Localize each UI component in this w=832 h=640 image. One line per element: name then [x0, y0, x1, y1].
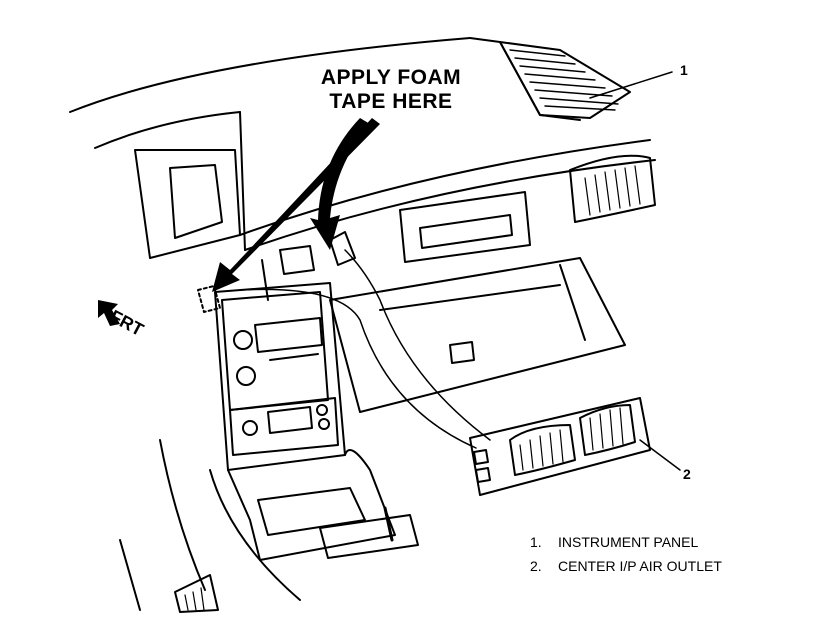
legend-row: 2. CENTER I/P AIR OUTLET: [530, 554, 820, 578]
front-arrow-icon: [98, 300, 120, 326]
foam-tape-location-left: [197, 285, 221, 313]
part-number-2: 2: [683, 466, 691, 482]
parts-legend: 1. INSTRUMENT PANEL 2. CENTER I/P AIR OU…: [530, 530, 820, 578]
routing-line-left: [239, 288, 477, 449]
floor-vent: [174, 574, 219, 613]
arrow-to-right-tape: [310, 118, 370, 250]
radio-display: [254, 317, 323, 353]
front-label: FRT: [106, 306, 147, 341]
climate-control-panel: [229, 397, 339, 456]
glove-box-opening: [399, 191, 531, 263]
defroster-grille: [499, 41, 631, 119]
glove-box-door: [329, 257, 626, 413]
right-air-outlet: [569, 154, 656, 223]
legend-row: 1. INSTRUMENT PANEL: [530, 530, 820, 554]
legend-number: 1.: [530, 534, 542, 550]
leader-line-2: [639, 439, 681, 471]
callout-line-2: TAPE HERE: [329, 90, 453, 113]
callout-line-1: APPLY FOAM: [320, 66, 462, 89]
floor-console: [227, 449, 396, 561]
leader-line-1: [589, 71, 673, 99]
legend-number: 2.: [530, 558, 542, 574]
legend-label: CENTER I/P AIR OUTLET: [558, 558, 722, 574]
foam-tape-location-right: [329, 231, 356, 266]
part-number-1: 1: [680, 62, 688, 78]
routing-line-right: [344, 249, 491, 441]
shifter-gate: [319, 514, 419, 559]
front-direction-indicator: FRT: [96, 292, 166, 342]
dash-top-edge: [239, 139, 651, 236]
windshield-line: [69, 37, 471, 113]
legend-label: INSTRUMENT PANEL: [558, 534, 699, 550]
